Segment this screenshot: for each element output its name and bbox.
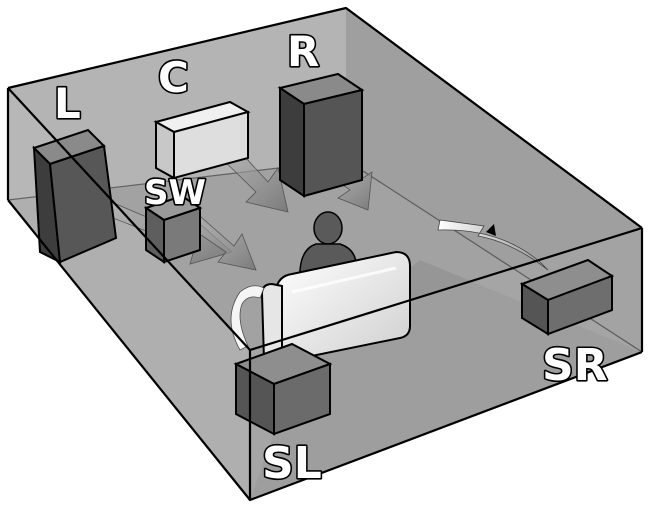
back-right-wall [346,8,642,352]
speaker-subwoofer [143,194,203,264]
label-surround-right: SR [542,340,608,391]
label-left: L [54,79,81,128]
label-center: C [158,53,189,102]
surround-arrows [230,219,549,351]
speaker-surround-left [233,342,333,436]
speaker-left [32,128,118,264]
label-surround-left: SL [262,438,322,489]
speaker-center [153,100,251,180]
label-subwoofer: SW [144,173,206,213]
speaker-surround-right [519,258,615,336]
arrow-sr-tip [486,224,496,236]
arrow-sl-to-listener [230,285,265,351]
room-outline [6,6,644,502]
arrow-sr-to-listener [437,219,549,271]
speaker-right [277,72,365,198]
listener-head [313,211,343,245]
sofa-highlight [291,266,397,294]
label-right: R [287,27,319,76]
